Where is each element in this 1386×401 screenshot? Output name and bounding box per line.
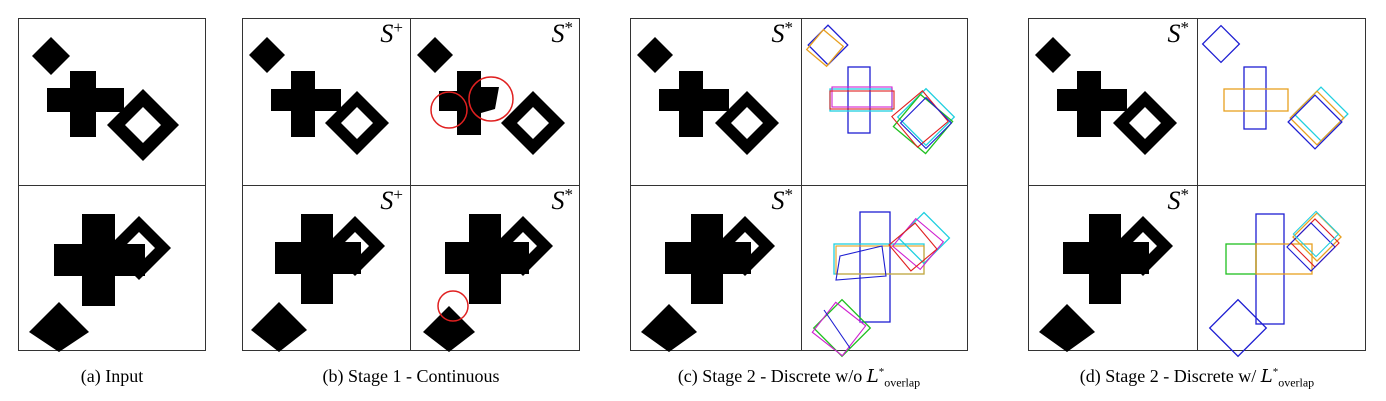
row-divider [19, 185, 205, 186]
caption-d: (d) Stage 2 - Discrete w/ L*overlap [1079, 366, 1315, 390]
cross-shape [1063, 214, 1149, 304]
box-outline [1223, 88, 1289, 112]
box-outline [812, 298, 872, 358]
diamond-shape [1039, 304, 1095, 352]
box-outline [897, 211, 951, 265]
box-outline [1255, 243, 1313, 275]
cross-shape [54, 214, 145, 306]
box-outline [833, 243, 925, 275]
hollow-diamond-shape [107, 216, 171, 280]
box-outline [896, 87, 956, 147]
input-top-shapes [32, 37, 179, 161]
col-divider [410, 19, 411, 350]
box-outline [888, 222, 938, 272]
stage2-bottom-sstar [641, 214, 775, 352]
box-outline [805, 28, 845, 68]
diamond-shape [251, 302, 307, 352]
label-s-star: S* [551, 18, 574, 48]
stage2-bottom-boxes [811, 211, 951, 358]
box-outline [1201, 24, 1241, 64]
box-outline [1292, 212, 1342, 262]
box-outline [831, 86, 893, 108]
hollow-diamond-shape [715, 216, 775, 276]
stage1-bottom-sstar [423, 214, 553, 352]
hollow-diamond-shape [1113, 91, 1177, 155]
input-bottom-shapes [29, 214, 171, 352]
cross-shape [1057, 71, 1127, 137]
stage2-top-boxes [1201, 24, 1349, 150]
highlight-circle [430, 91, 468, 129]
stage2-bottom-sstar [1039, 214, 1173, 352]
highlight-circle [468, 76, 514, 122]
diamond-shape [29, 302, 89, 352]
stage2-top-sstar [1035, 37, 1177, 155]
cross-shape [47, 71, 124, 137]
box-outline [829, 90, 895, 110]
caption-c: (c) Stage 2 - Discrete w/o L*overlap [677, 366, 921, 390]
diamond-shape [417, 37, 453, 73]
diamond-shape [637, 37, 673, 73]
label-s-star: S* [1167, 185, 1190, 215]
box-outline [899, 96, 953, 150]
box-outline [1286, 222, 1336, 272]
col-divider [801, 19, 802, 350]
label-s-plus: S+ [380, 185, 403, 215]
box-outline [1225, 243, 1257, 275]
box-outline [811, 301, 867, 357]
col-divider [1197, 19, 1198, 350]
stage1-bottom-splus [251, 214, 385, 352]
cross-shape [665, 214, 751, 304]
stage2-top-boxes [805, 24, 956, 155]
stage2-bottom-boxes [1208, 210, 1342, 358]
box-outline [1208, 298, 1268, 358]
stage1-top-splus [249, 37, 389, 155]
hollow-diamond-shape [107, 89, 179, 161]
label-s-star: S* [551, 185, 574, 215]
box-outline [829, 88, 893, 112]
label-s-star: S* [1167, 18, 1190, 48]
caption-b: (b) Stage 1 - Continuous [322, 366, 500, 386]
diamond-shape [641, 304, 697, 352]
hollow-diamond-shape [715, 91, 779, 155]
panel-a-input [18, 18, 206, 352]
label-s-star: S* [771, 18, 794, 48]
panel-b-stage1: S+ S* S+ S* [242, 18, 580, 352]
box-outline [1243, 66, 1267, 130]
box-outline [1287, 94, 1343, 150]
box-outline [1255, 213, 1285, 325]
row-divider [631, 185, 967, 186]
cross-shape [659, 71, 729, 137]
cross-shape [271, 71, 341, 137]
highlight-circle [437, 290, 469, 322]
stage2-top-sstar [637, 37, 779, 155]
hollow-diamond-shape [493, 216, 553, 276]
cross-shape [275, 214, 361, 304]
panel-d-stage2-with: S* S* [1028, 18, 1366, 358]
box-outline [859, 211, 891, 323]
hollow-diamond-shape [325, 216, 385, 276]
diamond-shape [249, 37, 285, 73]
diamond-shape [423, 306, 475, 352]
stage1-top-sstar [417, 37, 565, 155]
box-outline [1289, 90, 1345, 146]
diamond-shape [32, 37, 70, 75]
box-edge [823, 309, 851, 349]
row-divider [243, 185, 579, 186]
panel-c-stage2-without: S* S* [630, 18, 968, 358]
hollow-diamond-shape [1113, 216, 1173, 276]
box-outline [1292, 210, 1340, 258]
box-outline [847, 66, 871, 134]
box-outline [835, 245, 887, 281]
hollow-diamond-shape [325, 91, 389, 155]
cross-shape [445, 214, 529, 304]
diamond-shape [1035, 37, 1071, 73]
label-s-star: S* [771, 185, 794, 215]
label-s-plus: S+ [380, 18, 403, 48]
caption-a: (a) Input [80, 366, 144, 386]
hollow-diamond-shape [501, 91, 565, 155]
